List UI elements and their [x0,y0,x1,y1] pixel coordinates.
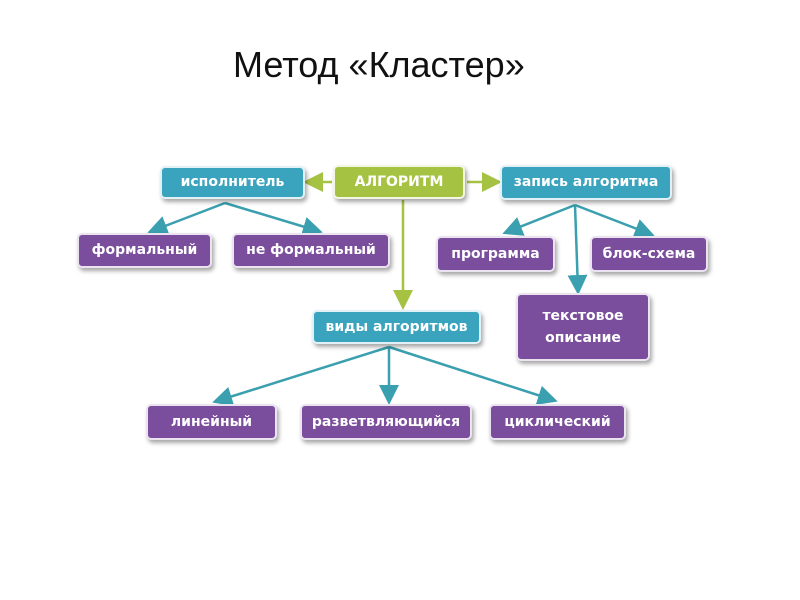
node-algorithm: АЛГОРИТМ [333,165,465,199]
arrow-recording-flowchart [574,203,655,238]
node-types: виды алгоритмов [312,310,481,344]
node-program: программа [436,236,555,272]
arrow-executor-formal [147,201,226,235]
node-formal: формальный [77,233,212,268]
arrow-executor-informal [224,201,323,237]
node-recording: запись алгоритма [500,165,672,200]
node-informal: не формальный [232,233,390,268]
arrow-recording-program [502,203,576,236]
arrow-types-cyclic [388,345,558,405]
arrow-recording-text [567,204,588,295]
node-cyclic: циклический [489,404,626,440]
page-title: Метод «Кластер» [233,44,525,85]
node-text-line1: текстовое [542,307,624,324]
node-branching: разветвляющийся [300,404,472,440]
node-executor: исполнитель [160,166,305,199]
node-text-description: текстовое описание [516,293,650,361]
node-linear: линейный [146,404,277,440]
node-flowchart: блок-схема [590,236,708,272]
node-text-line2: описание [545,330,621,346]
arrow-types-linear [212,345,390,407]
